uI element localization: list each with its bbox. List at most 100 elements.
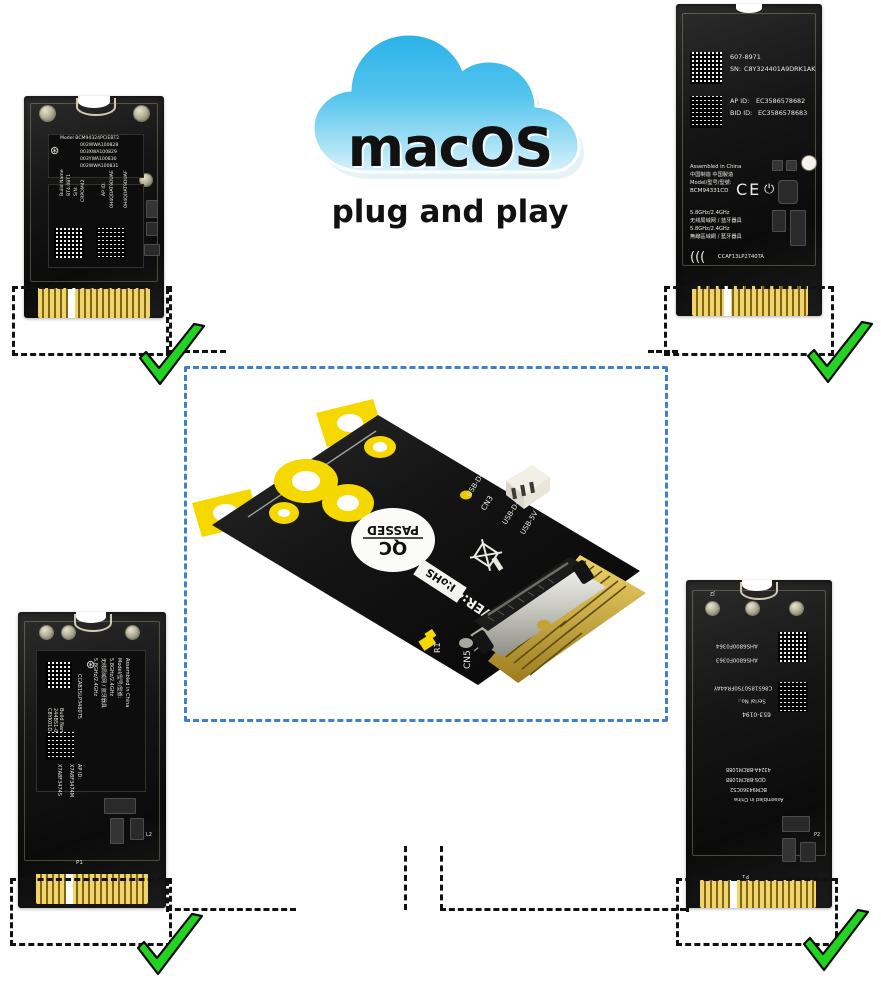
qr-code-part — [690, 52, 722, 84]
antenna-connector-left — [40, 106, 55, 121]
bid-id-value: X7A8F3474S — [56, 764, 62, 796]
model-label: Model BCM94324PCIEBT2 — [60, 136, 120, 141]
gold-edge-connector — [38, 288, 150, 318]
ap-id-label: AP ID: — [102, 182, 107, 196]
compatibility-check-top-right — [802, 320, 878, 390]
qr-code-right — [96, 228, 126, 258]
serial-line-1: 002WWA100828 — [80, 143, 119, 148]
component-chip-3 — [772, 210, 786, 232]
edge-connector-focus-box-bottom-right — [676, 878, 838, 946]
connector-line-bottom-center-left — [404, 846, 407, 910]
band-line-3: 5.8GHz/2.4GHz — [690, 226, 730, 232]
p1-mark: P1 — [76, 860, 83, 866]
macos-cloud-logo: macOS plug and play — [305, 18, 595, 248]
model-label-cn: Model/型号/型號: — [690, 180, 732, 186]
component-chip-4 — [790, 210, 806, 246]
center-adapter-board: QC PASSED RoHS VER:4.0 — [188, 385, 658, 715]
pcb-substrate: 607-8971 SN: C8Y324401A9DRK1AK AP ID: EC… — [676, 4, 822, 316]
sn-value: C8Y324401A9DRK1AK — [744, 65, 816, 73]
antenna-connector-left — [40, 626, 53, 639]
cert-label: CCAF13LP2740TA — [718, 254, 764, 260]
band-line-2: 无线局域网 / 蓝牙器具 — [100, 658, 106, 708]
component-chip-3 — [130, 818, 144, 840]
connector-line-top-left — [166, 350, 226, 353]
adapter-illustration: QC PASSED RoHS VER:4.0 — [192, 399, 646, 685]
pcb-substrate: ⊛ Model BCM94324PCIEBT2 002WWA100828 003… — [24, 96, 164, 318]
edge-connector-key-gap — [724, 286, 731, 316]
serial-line-2: 003XWA100829 — [80, 150, 117, 155]
bid-id-value: 0H4QDAT9DUAF — [124, 170, 129, 208]
qr-code-ids — [690, 96, 722, 128]
connector-line-bottom-left — [166, 908, 296, 911]
antenna-connector-right — [126, 626, 139, 639]
qr-code-ids — [778, 632, 808, 662]
plated-ring-pads — [269, 436, 396, 524]
compatibility-check-top-left — [134, 322, 210, 392]
compatibility-check-bottom-left — [132, 912, 208, 982]
serial-line-3: 003YWA100830 — [80, 157, 117, 162]
serial-line-4: 002WWA100831 — [80, 164, 119, 169]
qc-passed-sticker: QC PASSED — [351, 508, 435, 572]
model-label: Model/型号/型號: — [116, 658, 122, 699]
antenna-connector-right — [790, 602, 803, 615]
silk-mark: P2 — [814, 832, 821, 838]
ap-id-value: 0H4QDAT9DUAE — [110, 170, 115, 208]
pcb-substrate: J2 AHS6800F0364 AHS6800F0363 C86518S07S0… — [686, 580, 832, 908]
band-line-1: 5.8GHz/2.4GHz — [690, 210, 730, 216]
component-chip-2 — [786, 160, 797, 171]
power-symbol-icon: ⏻ — [764, 182, 775, 197]
socket-latch-left — [472, 630, 494, 654]
notch-outline — [76, 98, 116, 116]
antenna-connector-left — [706, 602, 719, 615]
ap-id-value: EC3586578682 — [756, 97, 806, 105]
model-label-block — [48, 134, 144, 178]
qr-code-left — [54, 228, 84, 258]
ap-id-value: AHS6800F0363 — [716, 656, 758, 663]
edge-connector-focus-box-top-left — [12, 286, 172, 356]
status-led — [460, 490, 472, 500]
connector-line-top-left-vertical — [166, 288, 169, 352]
wifi-card-top-right: 607-8971 SN: C8Y324401A9DRK1AK AP ID: EC… — [676, 4, 822, 316]
component-chip-2 — [146, 222, 158, 236]
cert-label: CCAB15LP3480T5 — [76, 674, 82, 719]
component-chip-3 — [144, 244, 160, 256]
mounting-hole — [802, 156, 816, 170]
weee-bar — [491, 556, 504, 571]
edge-connector-key-gap — [66, 874, 73, 904]
connector-line-bottom-center-right — [440, 846, 443, 910]
model-value: BCM94360CS2 — [730, 786, 767, 793]
cn3-connector — [506, 465, 550, 509]
edge-connector-focus-box-bottom-left — [10, 878, 172, 946]
band-line-3: 5.8GHz/2.4GHz — [92, 658, 98, 697]
wifi-signal-icon: ((( — [690, 250, 706, 265]
component-chip-1 — [782, 816, 810, 832]
component-chip-2 — [782, 838, 796, 862]
r1-silkscreen: R1 — [433, 642, 442, 653]
bid-id-value: AHS6800F0364 — [716, 642, 758, 649]
edge-connector-key-gap — [68, 288, 75, 318]
pcb-notch — [736, 4, 762, 13]
cloud-icon — [305, 18, 595, 186]
wifi-card-bottom-right: J2 AHS6800F0364 AHS6800F0363 C86518S07S0… — [686, 580, 832, 908]
silk-mark: L2 — [146, 832, 152, 838]
edge-connector-focus-box-top-right — [664, 286, 834, 356]
bid-id-label: BID ID: — [730, 109, 753, 117]
band-line-1: 5.8GHz/2.4GHz — [108, 658, 114, 697]
ap-id-label: AP ID: — [76, 764, 82, 780]
wifi-glyph-icon: ⊛ — [86, 659, 96, 671]
sn-value: CRPOM42 — [81, 179, 86, 202]
gold-edge-connector — [692, 286, 808, 316]
os-name-label: macOS — [347, 116, 554, 179]
fcc-id-value: QDS-BRCM1088 — [726, 776, 766, 783]
assembled-in-label: Assembled in China — [734, 796, 784, 803]
socket-latch-right — [572, 560, 594, 584]
part-number-label: 653-0194 — [742, 710, 771, 718]
ap-id-value: X7A8F3474M — [68, 764, 74, 798]
connector-line-top-right — [648, 350, 678, 353]
connector-line-bottom-right — [440, 908, 686, 911]
serial-label: Serial No.: — [738, 697, 766, 704]
assembled-in-cn-label: 中国制造 中国製造 — [690, 172, 734, 178]
component-inductor — [778, 180, 798, 204]
cn5-pad: CN5 — [459, 638, 473, 669]
